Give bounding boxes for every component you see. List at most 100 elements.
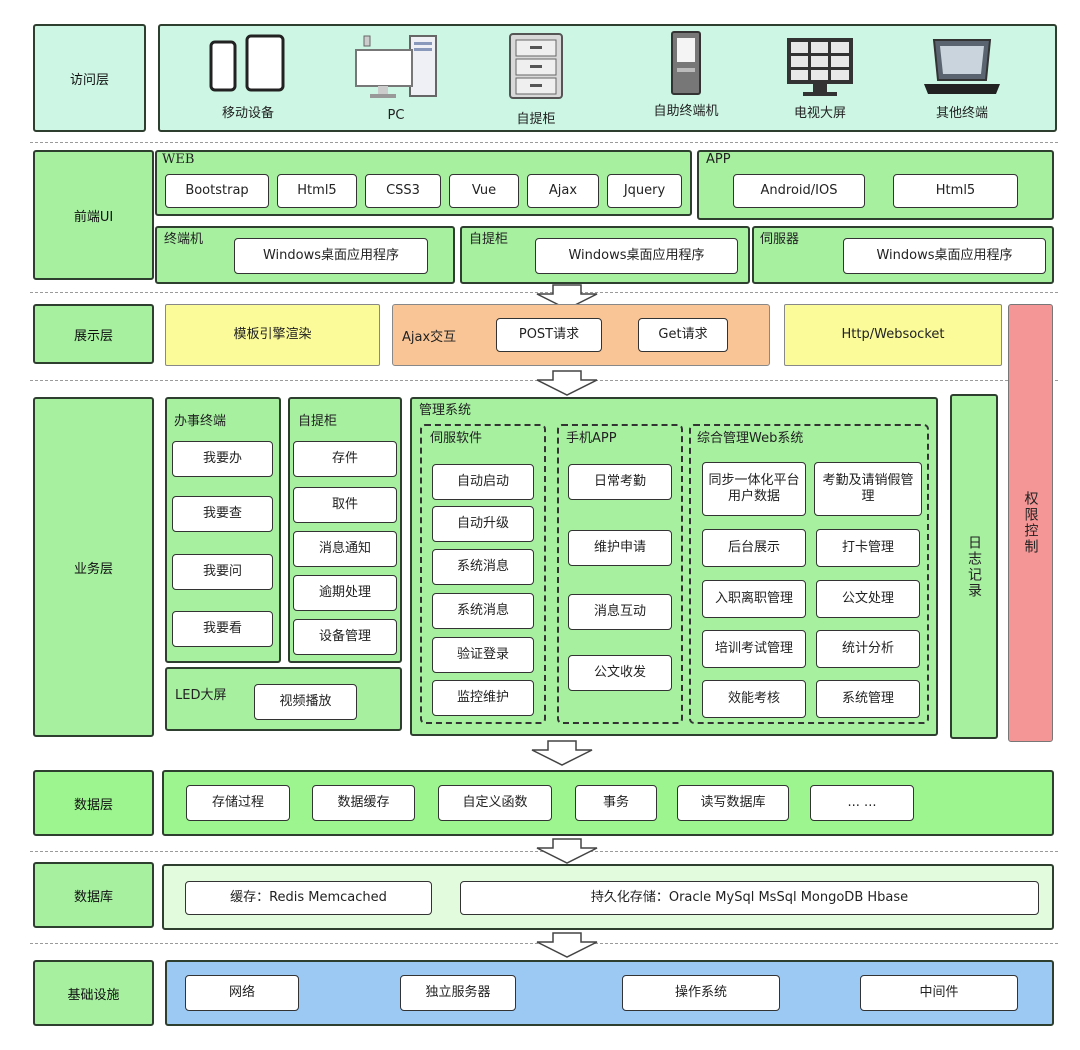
cabinet-item: 逾期处理: [293, 575, 397, 611]
server-sw-item: 自动启动: [432, 464, 534, 500]
infra-item: 独立服务器: [400, 975, 516, 1011]
pc-icon: [355, 35, 437, 98]
laptop-icon: [924, 39, 1000, 94]
infra-item: 中间件: [860, 975, 1018, 1011]
office-item: 我要办: [172, 441, 273, 477]
server-sw-item: 系统消息: [432, 593, 534, 629]
cabinet-item: 存件: [293, 441, 397, 477]
layer-label-text: 展示层: [73, 328, 113, 344]
device-kiosk: 自助终端机: [636, 30, 736, 125]
data-item: 存储过程: [186, 785, 290, 821]
mobile-app-title: 手机APP: [566, 431, 617, 446]
app-item: Html5: [893, 174, 1018, 208]
web-item: CSS3: [365, 174, 441, 208]
web-sys-item: 考勤及请销假管理: [814, 462, 922, 516]
web-sys-item: 系统管理: [816, 680, 920, 718]
server-sw-title: 伺服软件: [430, 431, 483, 446]
layer-label-infra: 基础设施: [33, 960, 154, 1026]
mobile-app-item: 维护申请: [568, 530, 672, 566]
server-sw-item: 验证登录: [432, 637, 534, 673]
web-title: WEB: [162, 152, 195, 167]
template-engine: 模板引擎渲染: [165, 304, 380, 366]
layer-label-text: 业务层: [73, 561, 113, 577]
layer-label-text: 数据库: [73, 889, 113, 905]
terminal-app: Windows桌面应用程序: [234, 238, 428, 274]
infra-item: 操作系统: [622, 975, 780, 1011]
web-sys-item: 统计分析: [816, 630, 920, 668]
layer-label-data: 数据层: [33, 770, 154, 836]
data-item: ... ...: [810, 785, 914, 821]
mobile-app-item: 日常考勤: [568, 464, 672, 500]
web-sys-item: 公文处理: [816, 580, 920, 618]
layer-label-text: 数据层: [73, 797, 113, 813]
device-cabinet: 自提柜: [486, 30, 586, 127]
server-fe-title: 伺服器: [760, 232, 800, 247]
data-item: 事务: [575, 785, 657, 821]
device-label: 自提柜: [516, 112, 556, 127]
data-item: 自定义函数: [438, 785, 552, 821]
device-other: 其他终端: [912, 30, 1012, 125]
web-item: Jquery: [607, 174, 682, 208]
layer-label-business: 业务层: [33, 397, 154, 737]
device-label: 移动设备: [221, 106, 274, 121]
layer-label-database: 数据库: [33, 862, 154, 928]
log-record: [950, 394, 998, 739]
device-label: 自助终端机: [653, 104, 719, 119]
permission-label: 权限控制: [1022, 491, 1039, 555]
cabinet-icon: [509, 33, 563, 99]
device-label: 电视大屏: [793, 106, 846, 121]
office-terminal-title: 办事终端: [174, 414, 227, 429]
device-mobile: 移动设备: [198, 30, 298, 125]
app-item: Android/IOS: [733, 174, 865, 208]
tv-wall-icon: [787, 38, 853, 96]
office-item: 我要看: [172, 611, 273, 647]
web-sys-item: 入职离职管理: [702, 580, 806, 618]
cache-db: 缓存：Redis Memcached: [185, 881, 432, 915]
layer-label-text: 前端UI: [73, 209, 114, 225]
flow-arrow-icon: [536, 370, 598, 396]
flow-arrow-icon: [536, 838, 598, 864]
web-sys-item: 同步一体化平台用户数据: [702, 462, 806, 516]
server-sw-item: 自动升级: [432, 506, 534, 542]
persist-db: 持久化存储：Oracle MySql MsSql MongoDB Hbase: [460, 881, 1039, 915]
cabinet-item: 取件: [293, 487, 397, 523]
cabinet-biz-title: 自提柜: [298, 414, 338, 429]
flow-arrow-icon: [536, 284, 598, 310]
server-sw-item: 监控维护: [432, 680, 534, 716]
mobile-app-item: 消息互动: [568, 594, 672, 630]
mobile-app-item: 公文收发: [568, 655, 672, 691]
app-title: APP: [706, 152, 731, 167]
get-request: Get请求: [638, 318, 728, 352]
layer-label-display: 展示层: [33, 304, 154, 364]
data-item: 数据缓存: [312, 785, 415, 821]
web-sys-title: 综合管理Web系统: [697, 431, 804, 446]
web-item: Ajax: [527, 174, 599, 208]
device-label: 其他终端: [935, 106, 988, 121]
data-item: 读写数据库: [677, 785, 789, 821]
web-sys-item: 后台展示: [702, 529, 806, 567]
web-sys-item: 打卡管理: [816, 529, 920, 567]
web-sys-item: 效能考核: [702, 680, 806, 718]
office-item: 我要查: [172, 496, 273, 532]
permission-control: [1008, 304, 1053, 742]
divider: [30, 292, 1058, 293]
mgmt-title: 管理系统: [419, 403, 472, 418]
web-sys-group: [689, 424, 929, 724]
server-fe-app: Windows桌面应用程序: [843, 238, 1046, 274]
infra-item: 网络: [185, 975, 299, 1011]
web-item: Vue: [449, 174, 519, 208]
flow-arrow-icon: [531, 740, 593, 766]
led-title: LED大屏: [175, 688, 227, 703]
kiosk-icon: [671, 31, 701, 95]
cabinet-item: 消息通知: [293, 531, 397, 567]
device-pc: PC: [346, 30, 446, 125]
led-item: 视频播放: [254, 684, 357, 720]
web-sys-item: 培训考试管理: [702, 630, 806, 668]
web-item: Html5: [277, 174, 357, 208]
cabinet-fe-title: 自提柜: [469, 232, 509, 247]
office-item: 我要问: [172, 554, 273, 590]
cabinet-fe-app: Windows桌面应用程序: [535, 238, 738, 274]
device-label: PC: [387, 108, 405, 123]
access-panel: [158, 24, 1057, 132]
layer-label-text: 访问层: [69, 72, 109, 88]
